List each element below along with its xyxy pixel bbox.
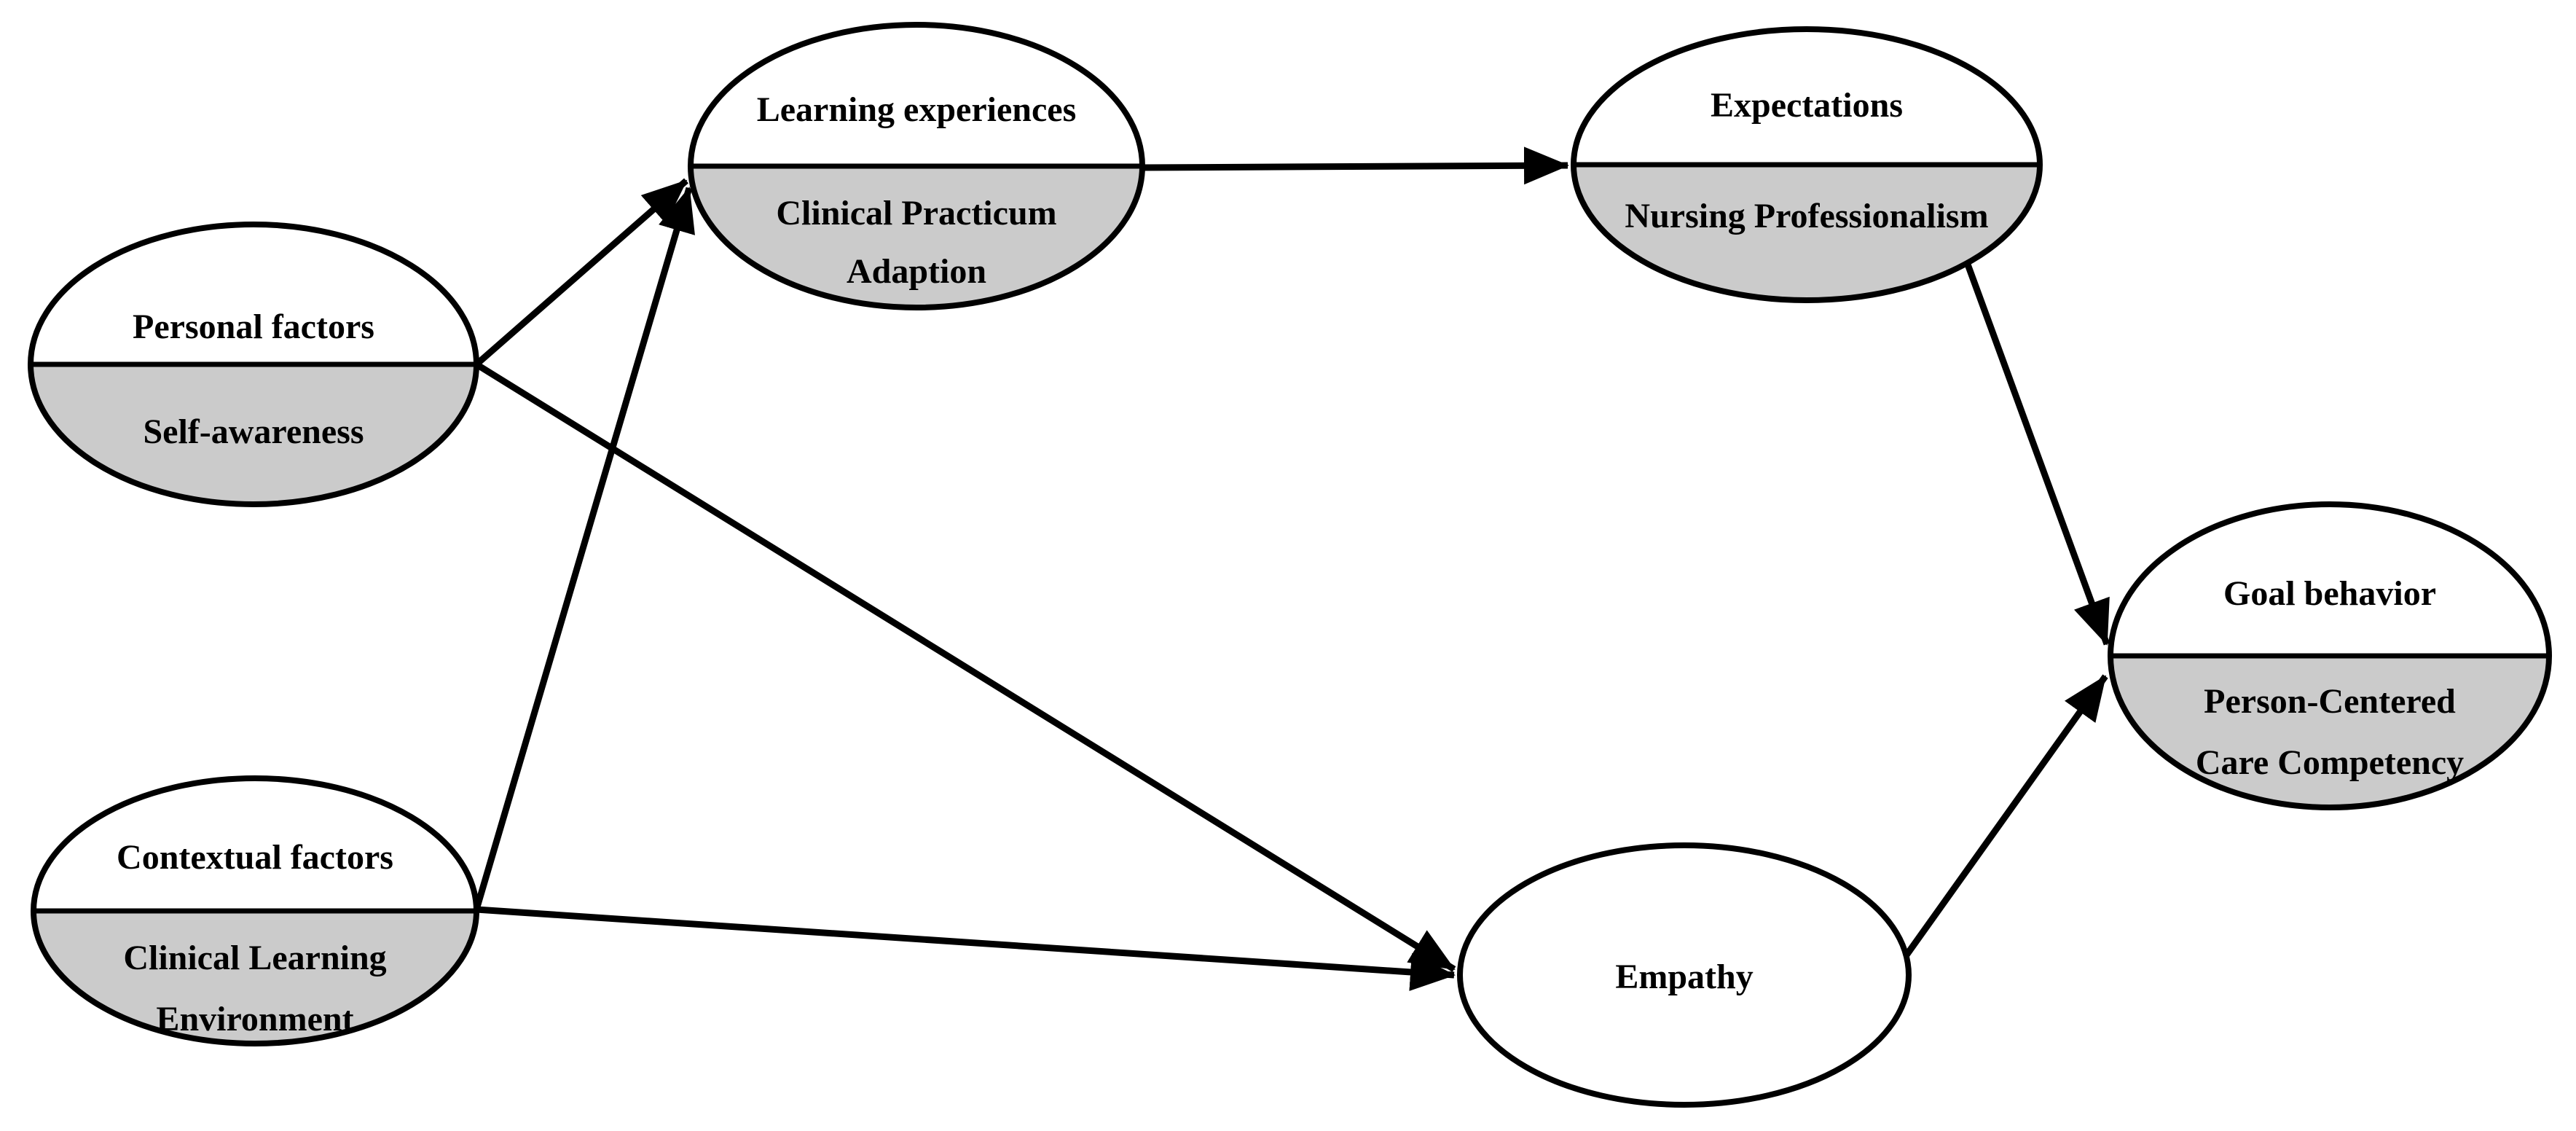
node-subtitle: Care Competency [2196, 743, 2464, 782]
node-empathy: Empathy [1457, 842, 1912, 1108]
node-expectations: Expectations Nursing Professionalism [1571, 26, 2043, 303]
node-title: Learning experiences [757, 90, 1077, 129]
node-title: Empathy [1615, 958, 1753, 996]
node-subtitle: Adaption [847, 252, 986, 291]
node-shape [1460, 845, 1909, 1105]
node-bottom-half [34, 911, 476, 1044]
node-title: Expectations [1711, 86, 1903, 125]
arrow-empathy-to-goal [1903, 674, 2108, 958]
node-learning-experiences: Learning experiences Clinical Practicum … [688, 22, 1145, 310]
arrow-personal-to-learning [474, 178, 688, 367]
node-bottom-half [31, 364, 476, 504]
node-subtitle: Clinical Practicum [776, 194, 1056, 232]
node-bottom-half [691, 166, 1142, 308]
arrow-expectations-to-goal [1963, 261, 2110, 646]
edges-layer [473, 146, 2110, 991]
arrow-contextual-to-learning [473, 187, 695, 911]
node-subtitle: Clinical Learning [123, 939, 386, 977]
arrow-learning-to-expectations [1142, 146, 1569, 185]
node-subtitle: Self-awareness [143, 412, 364, 451]
node-subtitle: Person-Centered [2204, 682, 2456, 721]
node-goal-behavior: Goal behavior Person-Centered Care Compe… [2108, 501, 2552, 810]
node-outline [1457, 842, 1912, 1108]
node-personal-factors: Personal factors Self-awareness [28, 222, 479, 507]
node-title: Contextual factors [117, 838, 393, 877]
node-subtitle: Nursing Professionalism [1625, 197, 1988, 235]
node-bottom-half [2110, 656, 2549, 807]
node-title: Personal factors [133, 308, 374, 346]
node-contextual-factors: Contextual factors Clinical Learning Env… [31, 775, 479, 1046]
node-bottom-half [1574, 165, 2040, 300]
arrow-contextual-to-empathy [476, 906, 1456, 991]
node-title: Goal behavior [2223, 574, 2436, 613]
arrow-personal-to-empathy [474, 361, 1456, 972]
node-subtitle: Environment [156, 1000, 353, 1038]
